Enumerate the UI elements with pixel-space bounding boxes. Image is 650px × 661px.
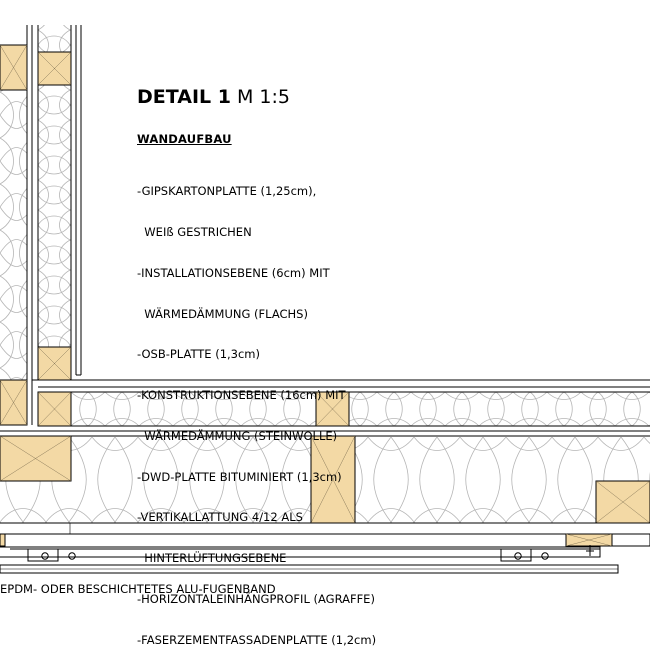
wall-layer-line: -INSTALLATIONSEBENE (6cm) MIT bbox=[137, 265, 330, 280]
wall-layer-line: WÄRMEDÄMMUNG (STEINWOLLE) bbox=[137, 428, 338, 443]
wall-layer-line: WÄRMEDÄMMUNG (FLACHS) bbox=[137, 306, 308, 321]
wall-layer-line: -GIPSKARTONPLATTE (1,25cm), bbox=[137, 184, 317, 199]
wall-layer-line: HINTERLÜFTUNGSEBENE bbox=[137, 551, 287, 566]
timber-stud bbox=[595, 480, 650, 524]
wall-layer-line: -OSB-PLATTE (1,3cm) bbox=[137, 347, 260, 362]
agraffe-profile bbox=[0, 545, 601, 562]
wall-layer-line: WEIß GESTRICHEN bbox=[137, 224, 252, 239]
detail-scale: M 1:5 bbox=[236, 86, 290, 108]
detail-title-label: DETAIL 1 bbox=[137, 86, 231, 108]
joint-tape-annotation: EPDM- ODER BESCHICHTETES ALU-FUGENBAND bbox=[0, 582, 276, 596]
timber-batten bbox=[37, 391, 72, 427]
timber-batten bbox=[0, 379, 28, 426]
wall-layer-line: -KONSTRUKTIONSEBENE (16cm) MIT bbox=[137, 388, 346, 403]
wall-layer-line: -HORIZONTALEINHÄNGPROFIL (AGRAFFE) bbox=[137, 592, 375, 606]
wall-layer-line: -DWD-PLATTE BITUMINIERT (1,3cm) bbox=[137, 469, 342, 484]
timber-stud bbox=[0, 435, 72, 482]
timber-batten bbox=[0, 533, 6, 547]
timber-stud bbox=[310, 435, 356, 524]
timber-batten bbox=[37, 51, 72, 86]
timber-batten bbox=[565, 533, 613, 547]
wall-build-up-heading: WANDAUFBAU bbox=[137, 132, 232, 146]
vertical-insulation-outer bbox=[0, 45, 27, 380]
wall-layer-list: -GIPSKARTONPLATTE (1,25cm), WEIß GESTRIC… bbox=[137, 158, 376, 661]
timber-batten bbox=[315, 391, 350, 427]
wall-layer-line: -FASERZEMENTFASSADENPLATTE (1,2cm) bbox=[137, 632, 377, 647]
timber-batten bbox=[37, 346, 72, 381]
wall-layer-line: -VERTIKALLATTUNG 4/12 ALS bbox=[137, 510, 303, 525]
horizontal-installation-insulation bbox=[71, 392, 650, 426]
timber-batten bbox=[0, 44, 28, 91]
